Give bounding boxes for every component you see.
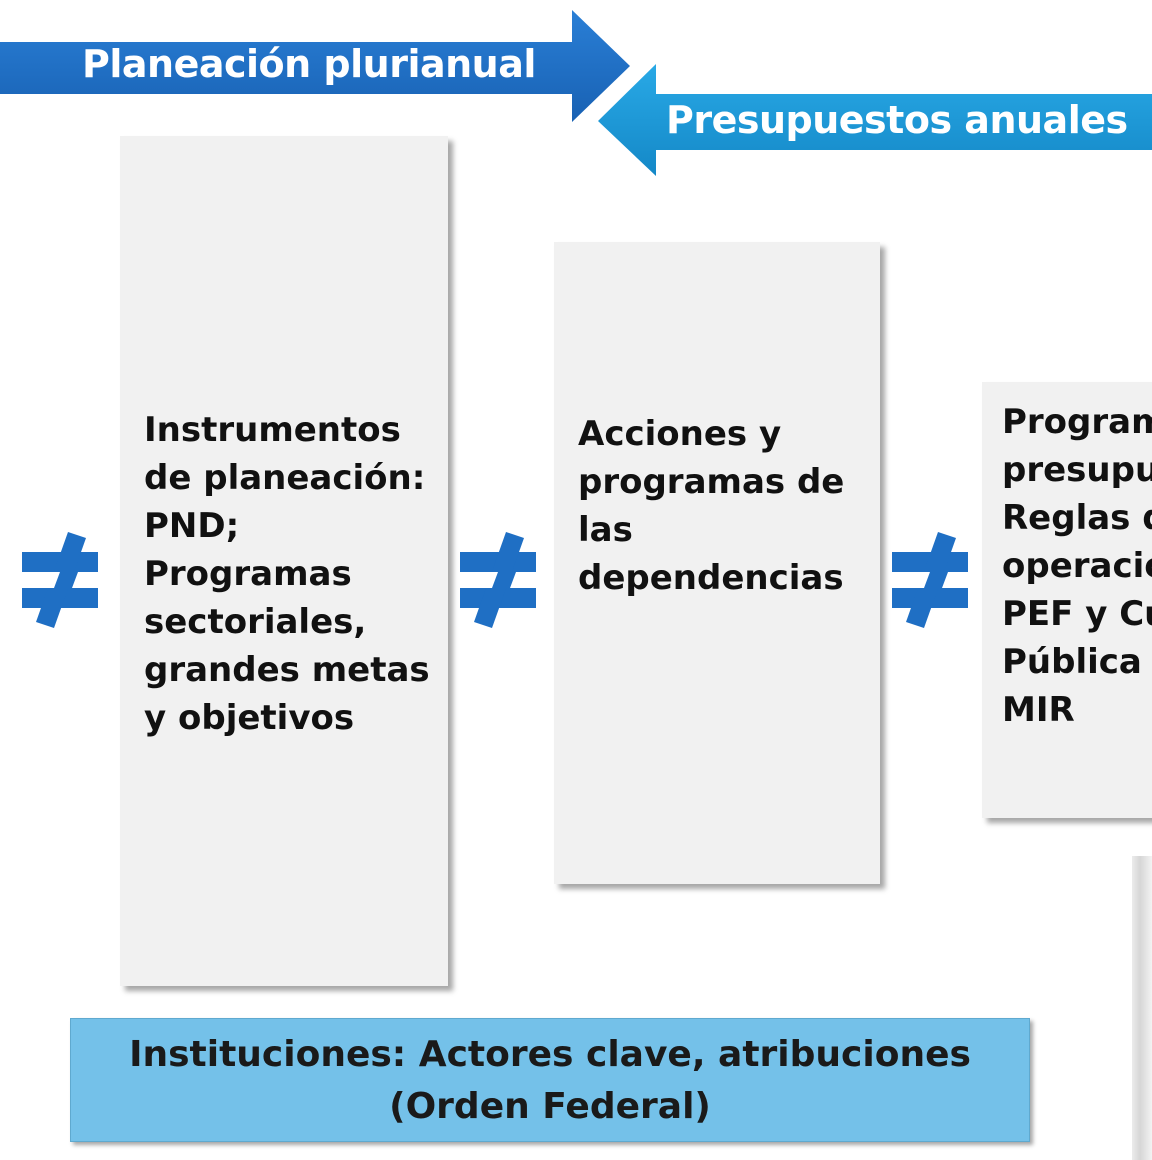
planning-instruments-box	[120, 136, 448, 986]
box-line: Program	[1002, 402, 1152, 442]
agency-actions-text: Acciones y programas de las dependencias	[578, 410, 844, 602]
box-line: las	[578, 510, 633, 550]
box-line: sectoriales,	[144, 602, 367, 642]
box-line: programas de	[578, 462, 845, 502]
anuales-label: Presupuestos anuales	[666, 98, 1128, 142]
box-line: de planeación:	[144, 458, 426, 498]
institutions-bar: Instituciones: Actores clave, atribucion…	[70, 1018, 1030, 1142]
scanned-page-edge	[1132, 856, 1152, 1160]
box-line: MIR	[1002, 690, 1075, 730]
box-line: operació	[1002, 546, 1152, 586]
not-equal-icon	[460, 532, 536, 628]
plurianual-arrow	[0, 10, 630, 122]
box-line: Acciones y	[578, 414, 782, 454]
agency-actions-box	[554, 242, 880, 884]
not-equal-icon	[22, 532, 98, 628]
institutions-line-1: Instituciones: Actores clave, atribucion…	[129, 1034, 971, 1075]
plurianual-label: Planeación plurianual	[82, 42, 536, 86]
box-line: grandes metas	[144, 650, 430, 690]
planning-instruments-text: Instrumentos de planeación: PND; Program…	[144, 406, 430, 742]
box-line: PEF y Cu	[1002, 594, 1152, 634]
anuales-arrow	[598, 64, 1152, 176]
budget-programs-box	[982, 382, 1152, 818]
box-line: Pública	[1002, 642, 1142, 682]
box-line: y objetivos	[144, 698, 355, 738]
not-equal-icon	[892, 532, 968, 628]
box-line: dependencias	[578, 558, 844, 598]
institutions-line-2: (Orden Federal)	[389, 1086, 711, 1127]
budget-programs-text: Program presupue Reglas d operació PEF y…	[1002, 398, 1152, 734]
box-line: Reglas d	[1002, 498, 1152, 538]
box-line: PND;	[144, 506, 240, 546]
box-line: Programas	[144, 554, 352, 594]
box-line: presupue	[1002, 450, 1152, 490]
box-line: Instrumentos	[144, 410, 401, 450]
